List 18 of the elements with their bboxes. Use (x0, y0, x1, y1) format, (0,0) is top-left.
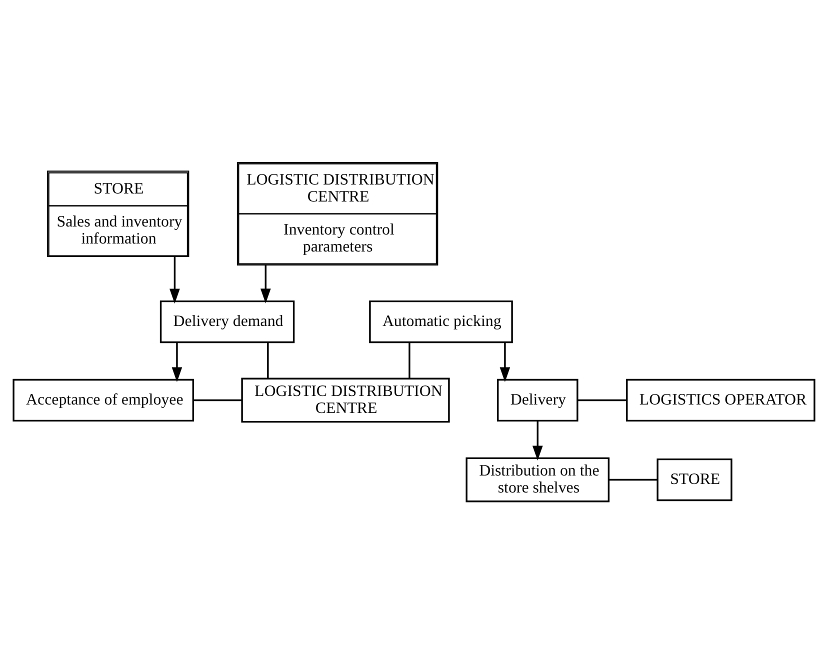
connector (408, 342, 410, 378)
connector (192, 398, 242, 401)
arrow (171, 342, 182, 382)
node-box: Distribution on the store shelves (465, 456, 610, 502)
node-box: Delivery demand (159, 300, 294, 343)
arrow (260, 264, 270, 303)
node-box: Delivery (496, 378, 578, 422)
node-box: Automatic picking (368, 300, 512, 343)
node-box: LOGISTIC DISTRIBUTION CENTRE (240, 377, 450, 422)
connector (608, 478, 658, 480)
node-box: LOGISTICS OPERATOR (626, 378, 815, 422)
connector (266, 342, 268, 378)
arrow (169, 256, 180, 304)
node-box: STORE (656, 458, 732, 501)
connector (577, 398, 626, 401)
arrow (532, 420, 542, 460)
arrow (499, 342, 510, 382)
node-box: Acceptance of employee (12, 378, 194, 422)
